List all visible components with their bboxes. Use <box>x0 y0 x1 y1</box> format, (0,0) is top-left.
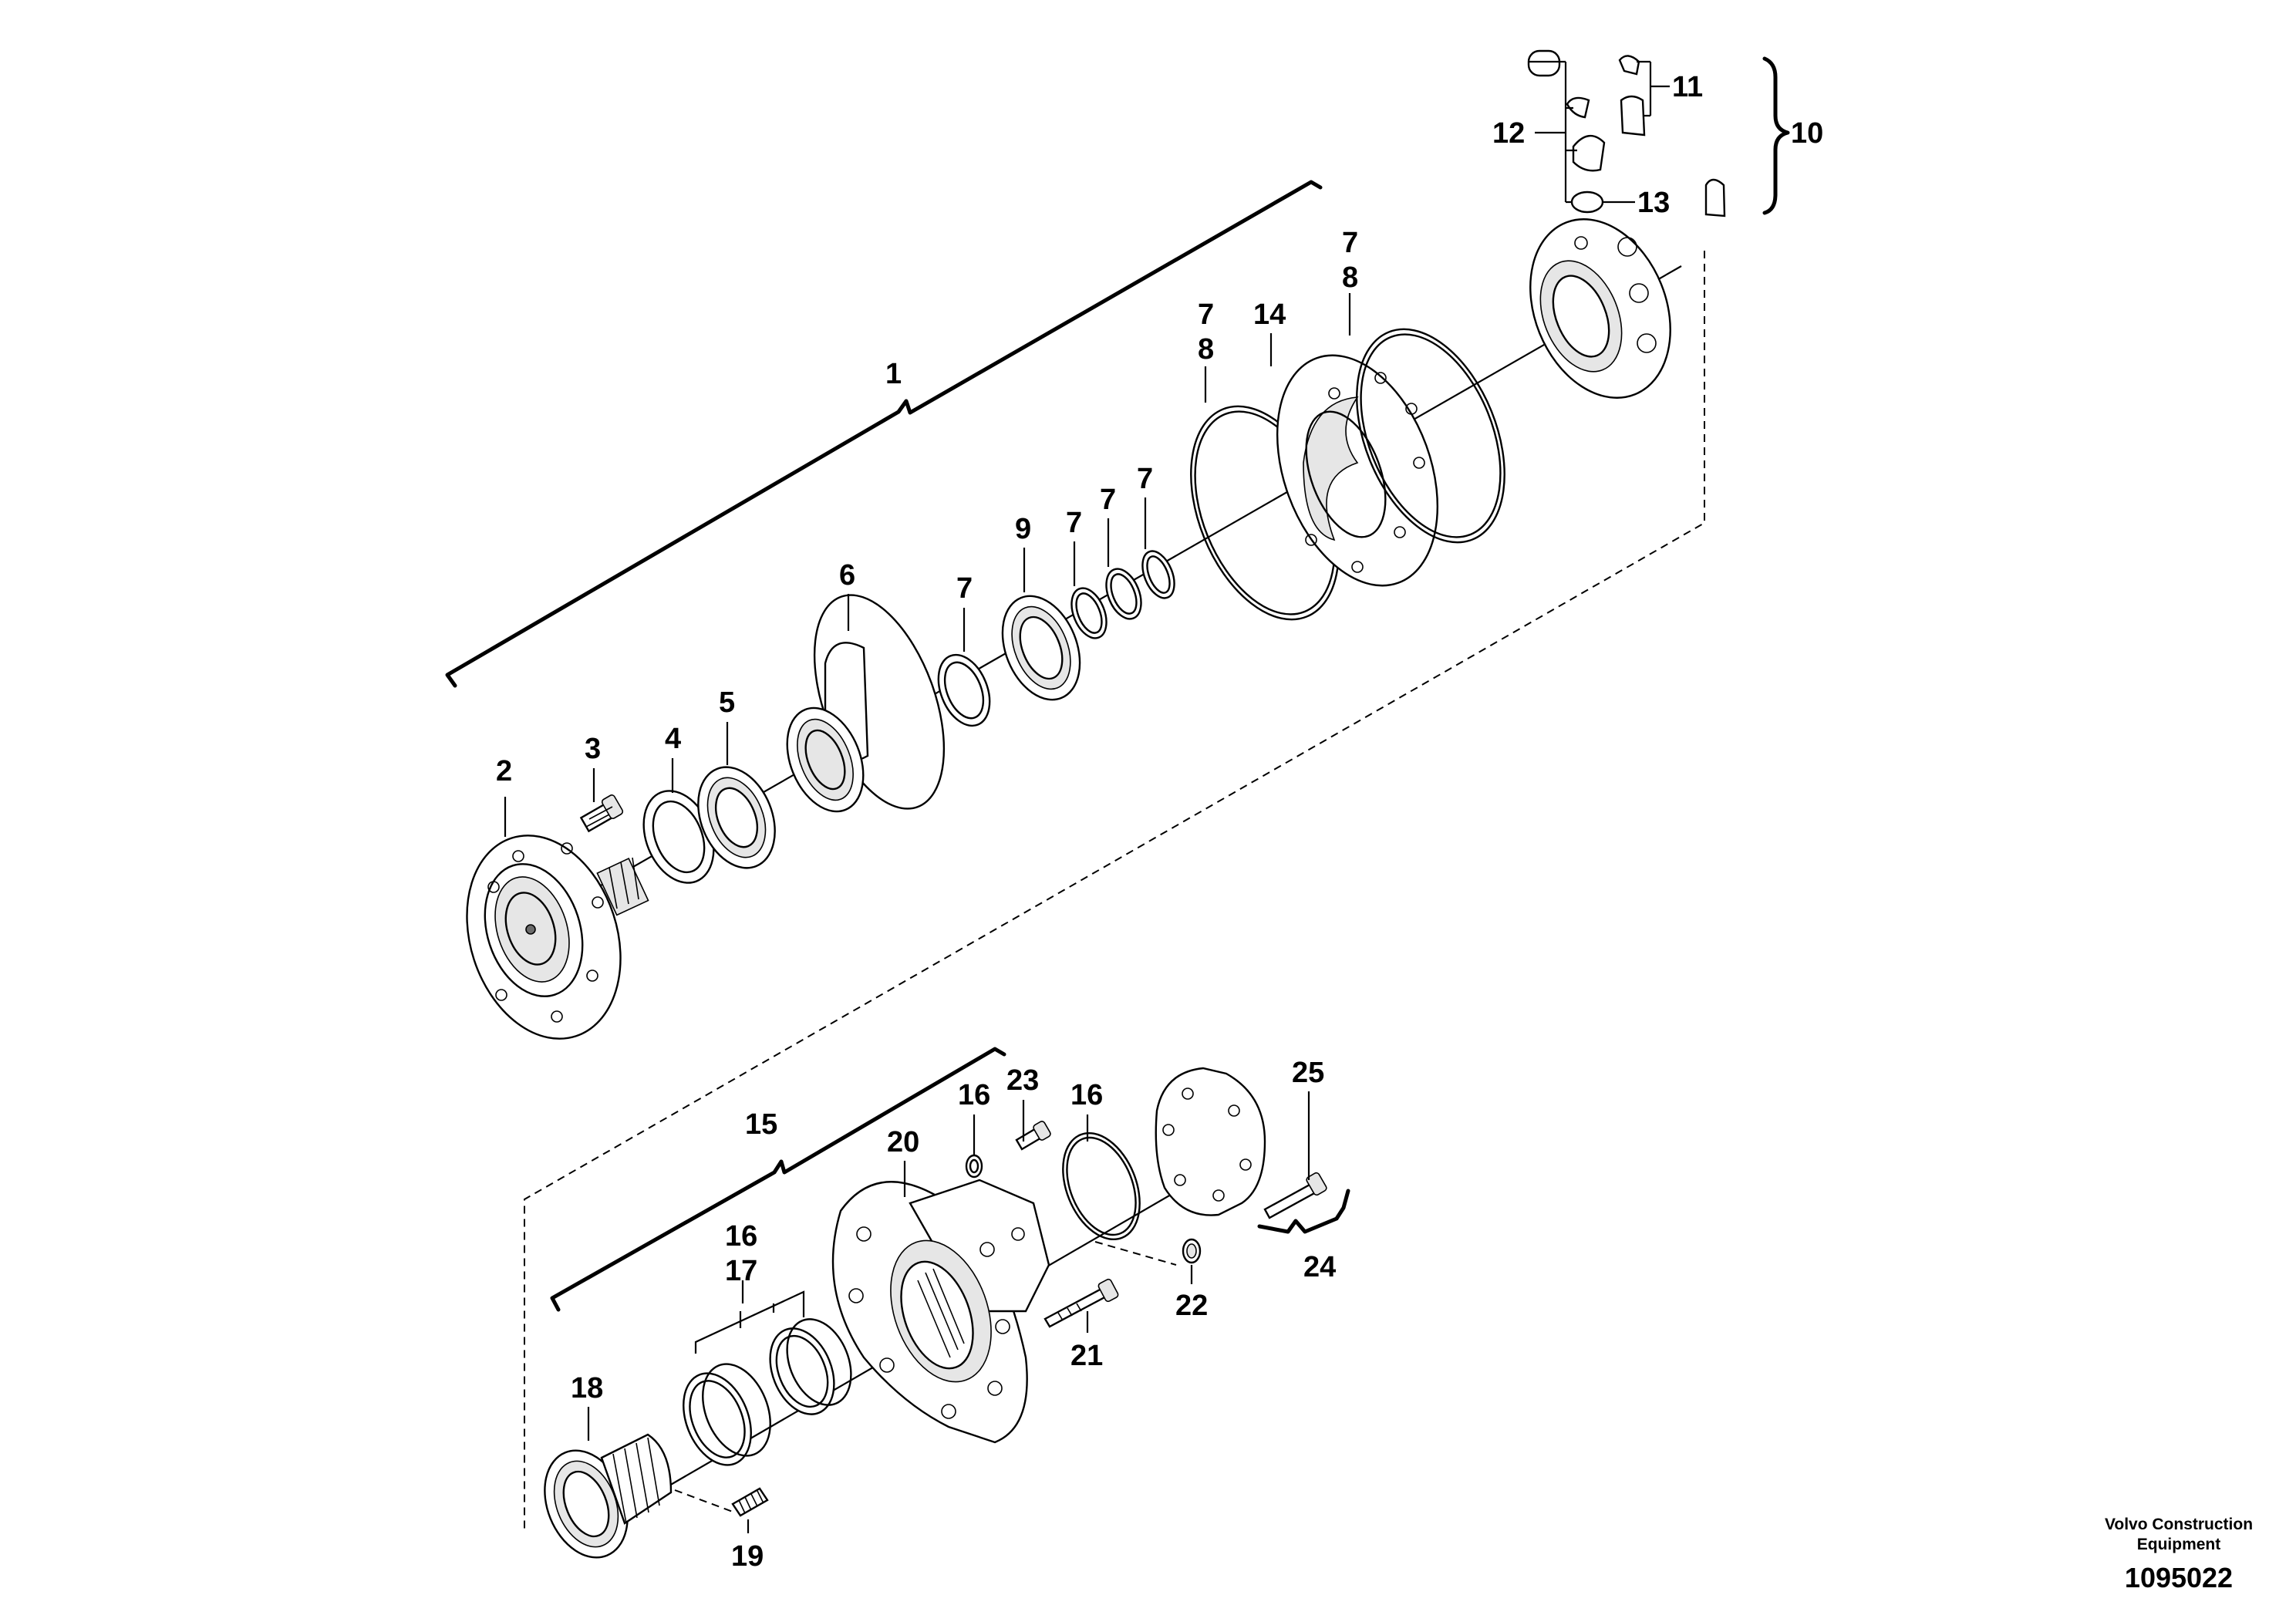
callout-25: 25 <box>1292 1057 1324 1089</box>
kit-10-pistons <box>1527 49 1726 218</box>
part-18-brake-piston <box>544 1433 673 1559</box>
callout-13: 13 <box>1637 187 1670 219</box>
callout-23: 23 <box>1006 1064 1039 1097</box>
callout-3: 3 <box>585 733 601 765</box>
part-16-washer <box>965 1154 983 1179</box>
document-number: 1095022 <box>2125 1562 2233 1593</box>
part-21-bolt <box>1043 1278 1119 1328</box>
part-7-ring-a <box>937 653 991 727</box>
callout-16-a: 16 <box>725 1220 757 1253</box>
callout-7-c: 7 <box>1100 484 1116 516</box>
leader-dashed-19 <box>674 1489 733 1512</box>
brace-assembly-15 <box>550 1047 1006 1312</box>
callout-19: 19 <box>731 1540 764 1573</box>
part-3-bolt <box>579 794 624 833</box>
leader-11 <box>1637 60 1670 117</box>
callout-18: 18 <box>571 1372 603 1404</box>
callout-24: 24 <box>1303 1251 1336 1283</box>
part-5-bearing <box>697 766 776 869</box>
leader-dashed-22 <box>1094 1241 1177 1266</box>
callout-7-e: 7 <box>1198 298 1214 331</box>
callout-15: 15 <box>745 1108 777 1141</box>
brand-line-2: Equipment <box>2137 1536 2221 1553</box>
part-2-drive-flange <box>466 835 649 1040</box>
brace-kit-10 <box>1762 56 1790 215</box>
callout-10: 10 <box>1791 117 1823 150</box>
callout-7-d: 7 <box>1137 463 1153 495</box>
part-20-motor-housing <box>831 1179 1050 1444</box>
callout-17: 17 <box>725 1255 757 1287</box>
assembly-boundary-dashed <box>524 251 1705 1531</box>
part-rotor-block <box>1529 218 1671 399</box>
callout-1: 1 <box>885 358 902 390</box>
callout-6: 6 <box>839 559 855 592</box>
callout-16-b: 16 <box>958 1079 990 1111</box>
brand-line-1: Volvo Construction <box>2105 1516 2253 1533</box>
part-7-8-upper-oring <box>1356 328 1505 544</box>
callout-9: 9 <box>1015 513 1031 545</box>
part-16-oring-a <box>769 1318 852 1415</box>
callout-7-f: 7 <box>1342 227 1358 259</box>
callout-4: 4 <box>665 723 681 755</box>
part-23-bolt <box>1015 1121 1051 1151</box>
callout-8-b: 8 <box>1342 261 1358 294</box>
part-24-end-cover <box>1155 1067 1266 1216</box>
part-25-bolt <box>1263 1172 1327 1219</box>
leader-16-17 <box>694 1280 805 1354</box>
callout-21: 21 <box>1070 1340 1103 1372</box>
part-6-housing-cover <box>786 594 946 813</box>
callout-12: 12 <box>1492 117 1525 150</box>
callout-20: 20 <box>887 1126 919 1158</box>
part-22-plug <box>1182 1238 1202 1264</box>
part-9-bearing <box>1001 595 1081 701</box>
callout-7-a: 7 <box>956 572 973 605</box>
callout-11: 11 <box>1672 71 1703 103</box>
callout-7-b: 7 <box>1066 507 1082 539</box>
part-7-ring-b <box>1070 587 1108 639</box>
part-16-oring-b <box>1062 1131 1141 1241</box>
callout-14: 14 <box>1253 298 1286 331</box>
part-14-cam-ring <box>1276 354 1439 587</box>
callout-8-a: 8 <box>1198 333 1214 366</box>
callout-22: 22 <box>1175 1290 1208 1322</box>
leader-12 <box>1529 60 1577 204</box>
callout-16-c: 16 <box>1070 1079 1103 1111</box>
callout-2: 2 <box>496 755 512 787</box>
part-17-seal-ring-a <box>683 1363 771 1466</box>
part-19-spring <box>731 1487 769 1517</box>
brace-assembly-1 <box>445 180 1323 688</box>
part-7-ring-c <box>1105 568 1142 620</box>
part-7-ring-d <box>1141 550 1175 599</box>
brace-kit-24 <box>1257 1189 1350 1234</box>
callout-5: 5 <box>719 686 735 719</box>
